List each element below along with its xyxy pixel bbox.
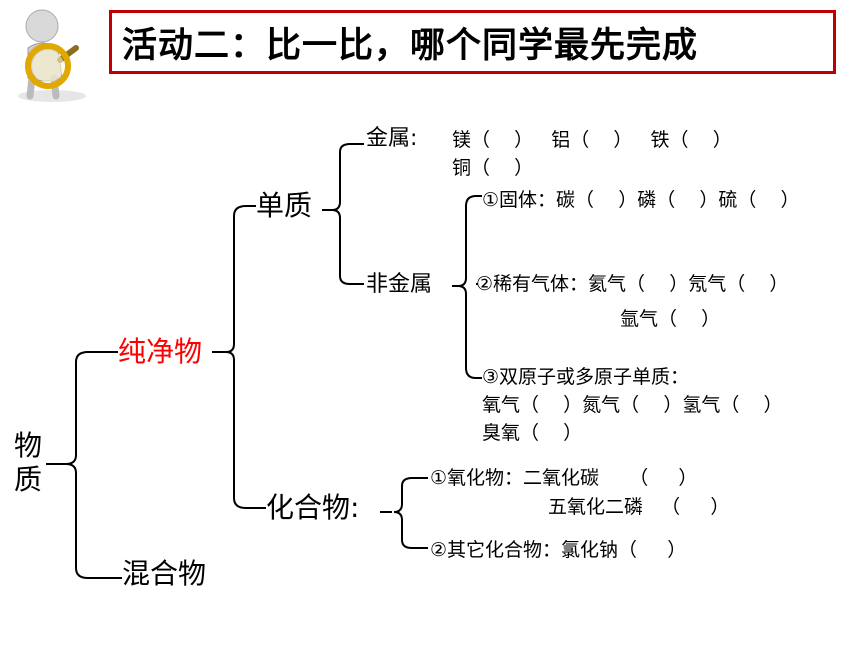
pure-substance-label: 纯净物 xyxy=(118,335,203,368)
metal-items-row-1: 镁（ ） 铝（ ） 铁（ ） xyxy=(452,129,732,151)
metal-label: 金属: xyxy=(366,126,418,151)
root-label-2: 质 xyxy=(14,463,43,496)
compound-label: 化合物: xyxy=(266,491,360,524)
metal-items-row-2: 铜（ ） xyxy=(452,157,534,179)
mixture-label: 混合物 xyxy=(122,557,207,590)
nonmetal-label: 非金属 xyxy=(366,272,433,297)
diatomic-row-1: 氧气（ ）氮气（ ）氢气（ ） xyxy=(482,394,783,416)
noble-gas-row-1: ②稀有气体：氦气（ ）氖气（ ） xyxy=(476,273,789,295)
diatomic-title: ③双原子或多原子单质： xyxy=(482,366,690,388)
other-compound-row: ②其它化合物：氯化钠（ ） xyxy=(430,539,687,561)
oxide-row-1: ①氧化物：二氧化碳 （ ） xyxy=(430,467,698,489)
figure-with-magnifying-glass-icon xyxy=(18,9,86,102)
noble-gas-row-2: 氩气（ ） xyxy=(620,308,721,330)
root-label-1: 物 xyxy=(14,429,43,462)
solid-elements-row: ①固体：碳（ ）磷（ ）硫（ ） xyxy=(482,189,800,211)
element-label: 单质 xyxy=(256,189,313,222)
diatomic-row-2: 臭氧（ ） xyxy=(482,422,583,444)
page-title: 活动二：比一比，哪个同学最先完成 xyxy=(109,10,836,74)
oxide-row-2: 五氧化二磷 （ ） xyxy=(548,496,730,518)
